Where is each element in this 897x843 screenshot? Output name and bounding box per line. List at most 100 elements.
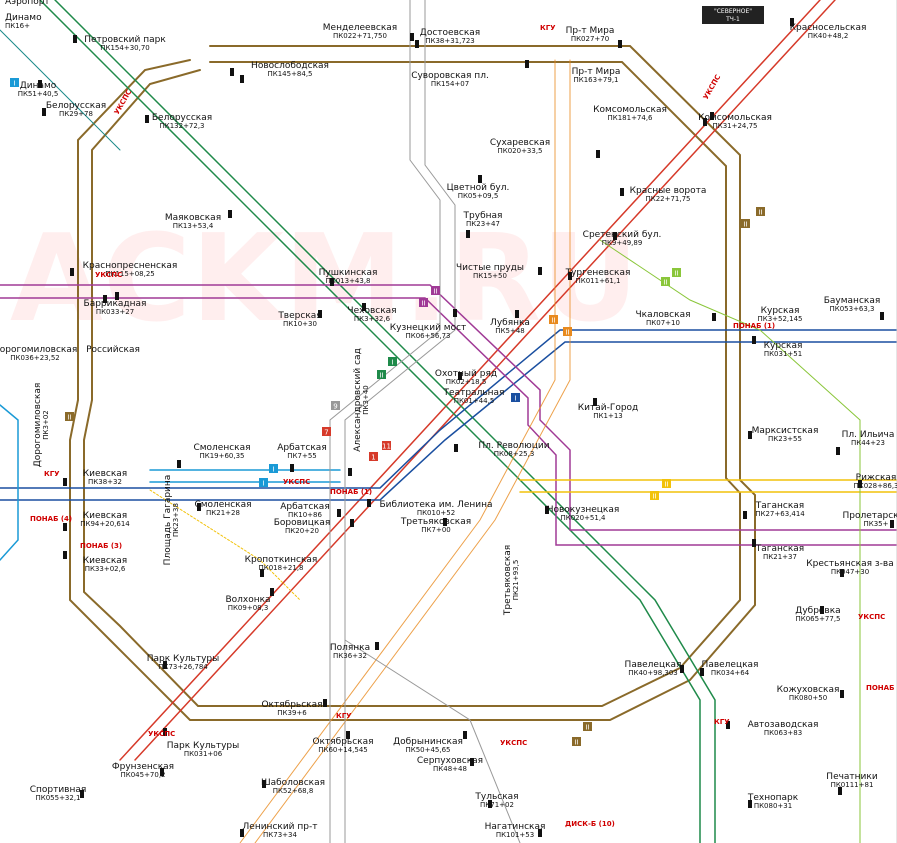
line-marker: II: [650, 491, 659, 501]
platform-mark: [568, 272, 572, 280]
station-6: Суворовская пл.ПК154+07: [411, 71, 489, 88]
station-name: Маяковская: [165, 213, 221, 223]
station-pk: ПК07+10: [646, 319, 680, 327]
station-pk: ПК50+45,65: [405, 746, 450, 754]
station-name: Курская: [761, 306, 800, 316]
line-marker: I: [259, 478, 268, 488]
platform-mark: [703, 118, 707, 126]
line-marker: II: [549, 315, 558, 325]
station-pk: ПК080+50: [789, 694, 827, 702]
platform-mark: [620, 188, 624, 196]
platform-mark: [890, 520, 894, 528]
station-pk: ПК22+71,75: [645, 195, 690, 203]
platform-mark: [42, 108, 46, 116]
station-name: Библиотека им. Ленина: [379, 500, 492, 510]
station-pk: ПК36+32: [333, 652, 367, 660]
station-pk: ПК132+72,3: [159, 122, 204, 130]
station-pk: ПК034+64: [711, 669, 750, 677]
station-pk: ПК31+24,75: [712, 122, 757, 130]
station-name: Боровицкая: [274, 518, 331, 528]
station-pk: ПК053+63,3: [829, 305, 874, 313]
line-marker: 11: [382, 441, 391, 451]
station-pk: ПК23+47: [466, 220, 500, 228]
station-name: Баррикадная: [84, 299, 147, 309]
station-name: Белорусская: [46, 101, 106, 111]
platform-mark: [743, 511, 747, 519]
station-name: Октябрьская: [261, 700, 322, 710]
station-name: Киевская: [83, 556, 127, 566]
station-name: Китай-Город: [578, 403, 639, 413]
station-pk: ПК23+38: [172, 503, 180, 537]
station-pk: ПК13+53,4: [173, 222, 214, 230]
platform-mark: [145, 115, 149, 123]
svg-text:II: II: [421, 300, 425, 308]
station-18: Сретенский бул.ПК9+49,89: [583, 230, 662, 247]
station-pk: ПК011+61,1: [575, 277, 620, 285]
line-marker: 7: [322, 427, 331, 437]
station-pk: ПК16+: [5, 22, 30, 30]
svg-text:I: I: [272, 466, 274, 474]
platform-mark: [163, 661, 167, 669]
depot-box-line1: "СЕВЕРНОЕ": [714, 8, 752, 15]
depot-box-line2: ТЧ-1: [725, 16, 740, 23]
station-name: Кузнецкий мост: [390, 323, 467, 333]
svg-text:1: 1: [371, 454, 375, 462]
platform-mark: [710, 112, 714, 120]
station-pk: ПК0111+81: [831, 781, 874, 789]
signal-tag: КГУ: [44, 470, 60, 478]
signal-tag: УКСПС: [858, 613, 885, 621]
station-name: Комсомольская: [698, 113, 772, 123]
station-name: Павелецкая: [625, 660, 682, 670]
grey-line-track-2: [344, 0, 456, 843]
platform-mark: [262, 780, 266, 788]
platform-mark: [410, 33, 414, 41]
yellow-line-track-3: [149, 489, 301, 601]
station-pk: ПК27+63,414: [755, 510, 805, 518]
signal-tag: ПОНАБ (1): [733, 322, 775, 330]
platform-mark: [367, 499, 371, 507]
signal-tag: УКСПС: [95, 271, 122, 279]
line-marker: 1: [369, 452, 378, 462]
svg-text:7: 7: [324, 429, 328, 437]
platform-mark: [453, 309, 457, 317]
station-pk: ПК40+98,303: [628, 669, 678, 677]
svg-text:II: II: [652, 493, 656, 501]
platform-mark: [197, 503, 201, 511]
station-pk: ПК44+23: [851, 439, 885, 447]
station-pk: ПК145+84,5: [267, 70, 312, 78]
station-pk: ПК3+02: [42, 410, 50, 439]
station-pk: ПК94+20,614: [80, 520, 130, 528]
svg-text:I: I: [391, 359, 393, 367]
platform-mark: [350, 519, 354, 527]
svg-text:I: I: [13, 80, 15, 88]
signal-tag: УКСПС: [148, 730, 175, 738]
station-name: Крестьянская з-ва: [806, 559, 893, 569]
station-name: Дорогомиловская: [0, 345, 77, 355]
station-name: Пр-т Мира: [572, 67, 621, 77]
platform-mark: [362, 303, 366, 311]
svg-text:II: II: [664, 481, 668, 489]
station-pk: ПК52+68,8: [273, 787, 314, 795]
platform-mark: [70, 268, 74, 276]
orange-line-track-2: [254, 59, 571, 843]
station-pk: ПК9+49,89: [602, 239, 643, 247]
signal-tag: УКСПС: [283, 478, 310, 486]
